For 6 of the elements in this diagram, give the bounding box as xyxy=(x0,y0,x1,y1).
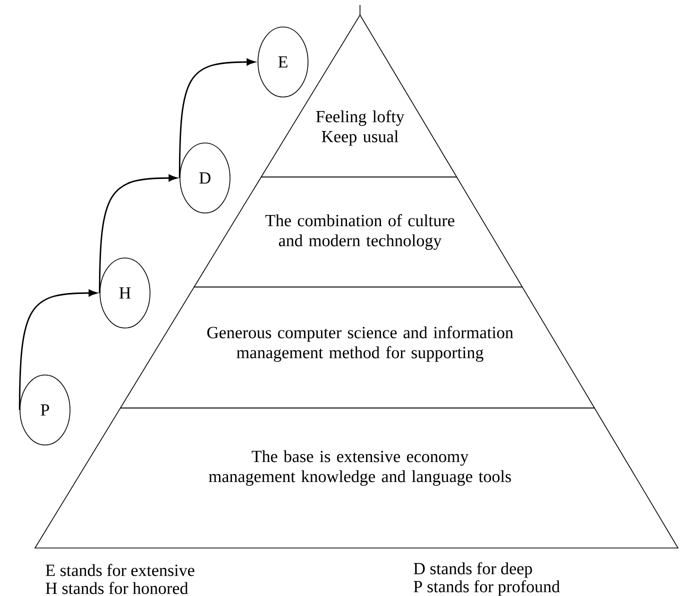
curved-arrow xyxy=(178,58,256,178)
legend-note: H stands for honored xyxy=(46,582,188,594)
curved-arrow xyxy=(98,174,178,293)
legend-note: E stands for extensive xyxy=(46,564,194,576)
legend-note: P stands for profound xyxy=(414,580,560,596)
curved-arrow xyxy=(18,290,98,410)
